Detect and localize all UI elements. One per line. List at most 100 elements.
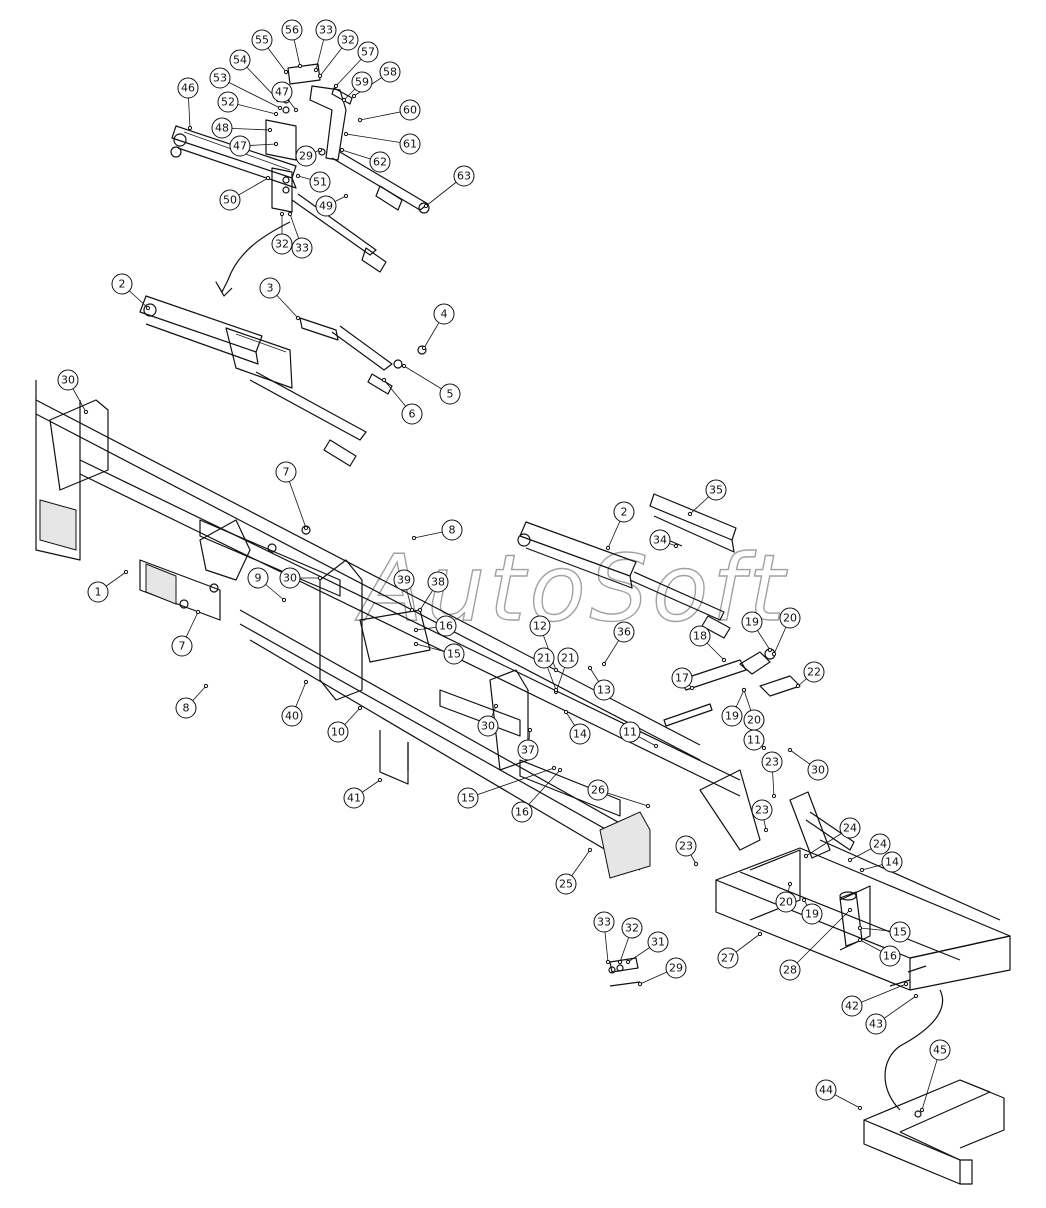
callout-label: 19: [805, 908, 819, 921]
callout-bubble: [621, 917, 643, 939]
callout-16: 16: [511, 767, 563, 823]
callout-bubble: [929, 1039, 951, 1061]
leader-tip: [343, 131, 349, 137]
leader-tip: [493, 703, 499, 709]
callout-bubble: [315, 19, 337, 41]
callout-label: 33: [295, 242, 309, 255]
callout-19: 19: [741, 611, 773, 653]
callout-label: 8: [183, 702, 190, 715]
callout-bubble: [309, 171, 331, 193]
callout-40: 40: [281, 679, 309, 727]
callout-bubble: [251, 29, 273, 51]
leader-tip: [187, 125, 193, 131]
callout-47: 47: [271, 81, 299, 113]
callout-53: 53: [209, 67, 283, 111]
callout-39: 39: [393, 569, 415, 613]
callout-10: 10: [327, 705, 363, 743]
callout-29: 29: [295, 145, 323, 167]
callout-20: 20: [775, 881, 797, 913]
callout-label: 24: [843, 822, 857, 835]
leader-tip: [123, 569, 129, 575]
leader-tip: [145, 305, 151, 311]
leader-tip: [721, 657, 727, 663]
callout-label: 23: [765, 756, 779, 769]
callout-label: 3: [267, 282, 274, 295]
callout-bubble: [613, 621, 635, 643]
callout-bubble: [357, 41, 379, 63]
callout-55: 55: [251, 29, 289, 75]
callout-57: 57: [333, 41, 379, 89]
leader-tip: [203, 683, 209, 689]
callout-bubble: [337, 29, 359, 51]
callout-label: 38: [431, 576, 445, 589]
callout-label: 52: [221, 96, 235, 109]
callout-36: 36: [601, 621, 635, 667]
callout-bubble: [741, 611, 763, 633]
leader-tip: [411, 535, 417, 541]
callout-label: 7: [179, 640, 186, 653]
callout-45: 45: [919, 1039, 951, 1113]
callout-label: 29: [299, 150, 313, 163]
callout-label: 17: [675, 672, 689, 685]
callout-bubble: [865, 1013, 887, 1035]
callout-bubble: [775, 891, 797, 913]
leader-tip: [587, 665, 593, 671]
callout-label: 19: [745, 616, 759, 629]
leader-tip: [689, 685, 695, 691]
callout-bubble: [275, 461, 297, 483]
leader-tip: [423, 203, 429, 209]
callout-bubble: [369, 151, 391, 173]
leader-tip: [381, 377, 387, 383]
callout-33: 33: [313, 19, 337, 73]
callout-label: 26: [591, 784, 605, 797]
callout-bubble: [593, 679, 615, 701]
callout-label: 41: [347, 792, 361, 805]
callout-label: 20: [783, 612, 797, 625]
callout-bubble: [619, 721, 641, 743]
callout-bubble: [801, 903, 823, 925]
callout-label: 18: [693, 630, 707, 643]
leader-tip: [333, 83, 339, 89]
leader-tip: [801, 897, 807, 903]
leader-tip: [413, 627, 419, 633]
callout-28: 28: [779, 907, 853, 981]
callout-label: 57: [361, 46, 375, 59]
callout-label: 12: [533, 620, 547, 633]
leader-tip: [265, 175, 271, 181]
callout-bubble: [721, 705, 743, 727]
leader-tip: [605, 959, 611, 965]
callout-label: 44: [819, 1084, 833, 1097]
leader-tip: [903, 981, 909, 987]
callout-19: 19: [721, 687, 747, 727]
callout-bubble: [613, 501, 635, 523]
callout-48: 48: [211, 117, 273, 139]
leader-tip: [673, 543, 679, 549]
callout-label: 55: [255, 34, 269, 47]
leader-tip: [339, 147, 345, 153]
leader-tip: [859, 867, 865, 873]
callout-58: 58: [351, 61, 401, 99]
leader-tip: [653, 743, 659, 749]
callout-5: 5: [401, 363, 461, 405]
callout-bubble: [291, 237, 313, 259]
leader-tip: [413, 641, 419, 647]
callout-bubble: [171, 635, 193, 657]
callout-label: 20: [747, 714, 761, 727]
callout-41: 41: [343, 777, 383, 809]
callout-label: 47: [233, 140, 247, 153]
callout-label: 22: [807, 666, 821, 679]
callout-44: 44: [815, 1079, 863, 1111]
callout-51: 51: [295, 171, 331, 193]
leader-tip: [771, 651, 777, 657]
callout-label: 13: [597, 684, 611, 697]
leader-tip: [763, 827, 769, 833]
callout-bubble: [807, 759, 829, 781]
leader-tip: [195, 609, 201, 615]
callout-bubble: [649, 529, 671, 551]
callout-bubble: [279, 567, 301, 589]
callout-label: 54: [233, 54, 247, 67]
callout-label: 36: [617, 626, 631, 639]
callout-bubble: [671, 667, 693, 689]
callout-35: 35: [687, 479, 727, 517]
callout-32: 32: [271, 211, 293, 255]
